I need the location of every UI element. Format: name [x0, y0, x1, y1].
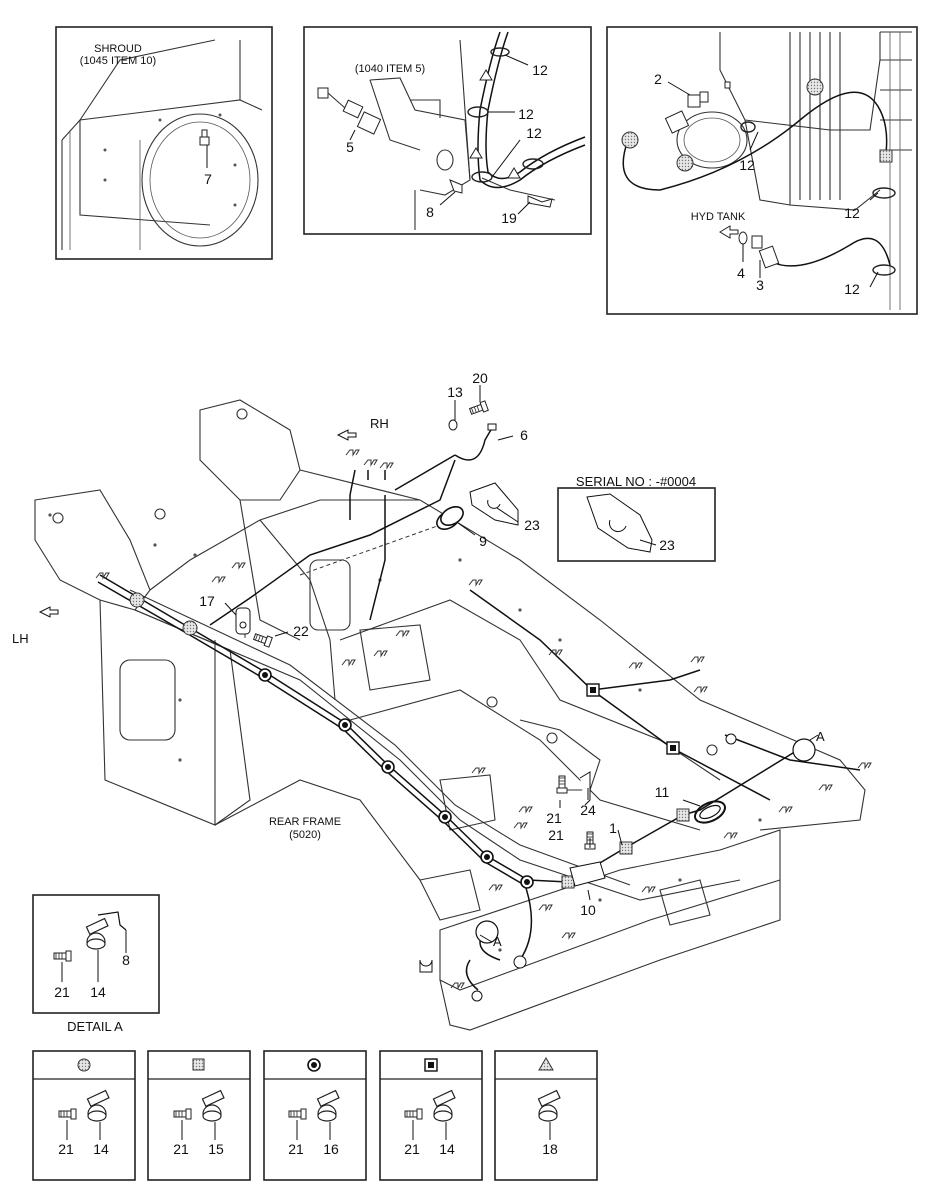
engine-item-ref: (1040 ITEM 5) — [355, 63, 425, 75]
callout-9: 9 — [479, 533, 487, 549]
serial-box: SERIAL NO : -#0004 23 — [557, 474, 716, 562]
callout-21-detail: 21 — [54, 984, 70, 1000]
legend-clamp-label: 16 — [323, 1141, 339, 1157]
shaded-triangle-icon — [538, 1057, 554, 1071]
legend-bolt-label: 21 — [288, 1141, 304, 1157]
detail-a: 8 21 14 DETAIL A — [32, 894, 160, 1034]
lh-arrow-icon — [38, 606, 59, 618]
legend-bolt-label: 21 — [404, 1141, 420, 1157]
serial-title: SERIAL NO : -#0004 — [576, 474, 696, 489]
point-a-top: A — [816, 729, 825, 744]
coolant-sensor-icon — [317, 87, 382, 135]
point-a-bottom: A — [493, 934, 502, 949]
callout-12-right: 12 — [844, 205, 860, 221]
callout-21-lower: 21 — [548, 827, 564, 843]
callout-14-detail: 14 — [90, 984, 106, 1000]
legend-clamp-label: 18 — [542, 1141, 558, 1157]
legend-item-target-circle: 21 16 — [263, 1050, 367, 1181]
shaded-square-icon — [192, 1058, 205, 1071]
callout-21-upper: 21 — [546, 810, 562, 826]
callout-23-main: 23 — [524, 517, 540, 533]
legend-bolt-label: 21 — [173, 1141, 189, 1157]
legend-item-shaded-circle: 21 14 — [32, 1050, 136, 1181]
detail-a-title: DETAIL A — [67, 1019, 123, 1034]
callout-10: 10 — [580, 902, 596, 918]
clamp-15-markers — [561, 808, 690, 889]
pressure-switch-icon — [664, 81, 731, 134]
callout-11: 11 — [655, 784, 670, 800]
callout-12-low: 12 — [526, 125, 542, 141]
legend: 21 14 21 15 21 16 — [32, 1050, 598, 1181]
callout-23-serial: 23 — [659, 537, 675, 553]
legend-clamp-label: 15 — [208, 1141, 224, 1157]
legend-item-shaded-triangle: 18 — [494, 1050, 598, 1181]
legend-bolt-label: 21 — [58, 1141, 74, 1157]
temperature-sensor-icon — [199, 129, 210, 146]
callout-8: 8 — [426, 204, 434, 220]
inset-shroud: SHROUD (1045 ITEM 10) 7 — [55, 26, 273, 260]
legend-item-shaded-square: 21 15 — [147, 1050, 251, 1181]
legend-clamp-label: 14 — [93, 1141, 109, 1157]
main-small-parts — [38, 400, 606, 887]
rh-arrow-icon — [336, 429, 357, 441]
shroud-title: SHROUD — [94, 43, 142, 55]
legend-clamp-label: 14 — [439, 1141, 455, 1157]
clamp-14-circle-markers — [129, 592, 198, 636]
main-labels: RH LH REAR FRAME (5020) A A 20 13 6 9 23… — [12, 370, 825, 949]
callout-2: 2 — [654, 71, 662, 87]
target-circle-icon — [307, 1058, 321, 1072]
callout-6: 6 — [520, 427, 528, 443]
shaded-circle-icon — [77, 1058, 91, 1072]
callout-7: 7 — [204, 171, 212, 187]
callout-17: 17 — [199, 593, 215, 609]
lh-label: LH — [12, 631, 29, 646]
callout-12-lower: 12 — [844, 281, 860, 297]
legend-item-target-square: 21 14 — [379, 1050, 483, 1181]
callout-3: 3 — [756, 277, 764, 293]
shroud-item-ref: (1045 ITEM 10) — [80, 55, 156, 67]
inset-engine-sensor: (1040 ITEM 5) 5 12 12 12 8 19 — [303, 26, 592, 235]
callout-24: 24 — [580, 802, 596, 818]
rear-frame-label: REAR FRAME — [269, 816, 341, 828]
wire-harness — [95, 449, 872, 1002]
callout-22: 22 — [293, 623, 309, 639]
callout-5: 5 — [346, 139, 354, 155]
callout-20: 20 — [472, 370, 488, 386]
clamp-16-markers — [258, 668, 534, 889]
target-square-icon — [424, 1058, 438, 1072]
callout-13: 13 — [447, 384, 463, 400]
callout-12-tank: 12 — [739, 157, 755, 173]
rear-frame-drawing — [34, 399, 866, 1031]
callout-1: 1 — [609, 820, 617, 836]
hyd-tank-label: HYD TANK — [691, 211, 746, 223]
callout-12-top: 12 — [532, 62, 548, 78]
callout-12-mid: 12 — [518, 106, 534, 122]
callout-4: 4 — [737, 265, 745, 281]
callout-8-detail: 8 — [122, 952, 130, 968]
callout-19: 19 — [501, 210, 517, 226]
rear-frame-ref: (5020) — [289, 829, 321, 841]
clamp-14-square-markers — [586, 683, 680, 755]
filter-switch-icon — [719, 225, 780, 269]
rh-label: RH — [370, 416, 389, 431]
inset-hyd-tank: 2 12 12 12 4 3 HYD TANK — [606, 26, 918, 315]
